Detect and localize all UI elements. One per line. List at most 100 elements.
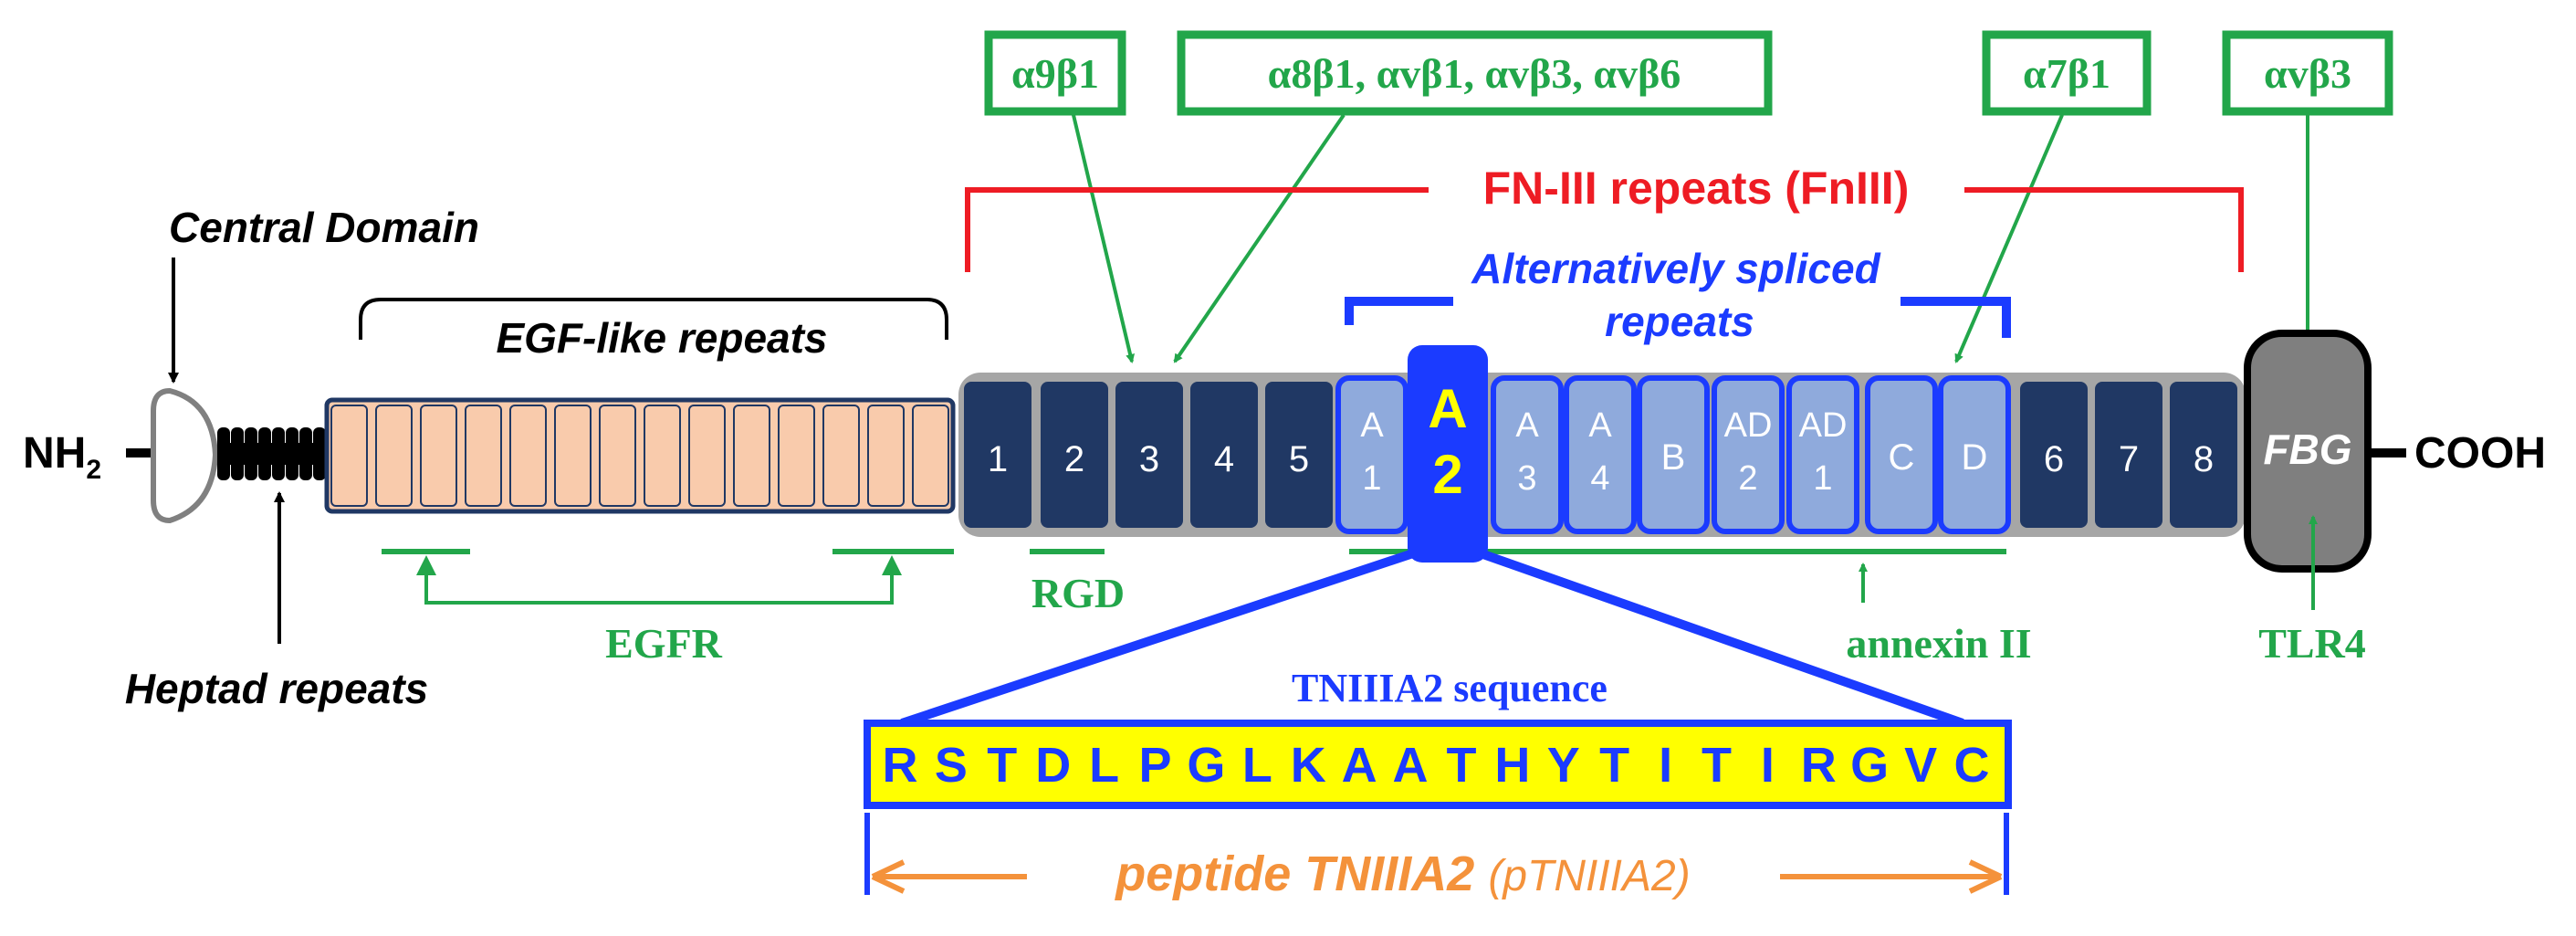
spliced-repeat-label: AD — [1724, 406, 1773, 445]
sequence-residue: V — [1904, 738, 1937, 793]
rgd-label: RGD — [1031, 570, 1125, 616]
fbg-label: FBG — [2263, 426, 2351, 473]
spliced-repeat: A4 — [1564, 375, 1637, 534]
fn-repeat-label: 5 — [1289, 439, 1309, 479]
fn-repeat-8: 8 — [2170, 382, 2237, 528]
egf-like-label: EGF-like repeats — [496, 314, 827, 362]
egf-repeat — [375, 405, 413, 507]
egfr-label: EGFR — [605, 620, 723, 667]
zoom-line-left — [900, 549, 1415, 728]
sequence-residue: T — [1702, 738, 1732, 793]
integrin-a9b1-box: α9β1 — [984, 30, 1126, 116]
spliced-repeat: A1 — [1335, 375, 1408, 534]
fn-repeat-label: 2 — [1064, 439, 1084, 479]
annexin-label: annexin II — [1846, 620, 2031, 667]
egf-repeat — [554, 405, 592, 507]
heptad-repeats-label: Heptad repeats — [125, 665, 428, 712]
spliced-repeat-label: B — [1661, 437, 1686, 478]
sequence-residue: G — [1187, 738, 1225, 793]
rgd-annotation: RGD — [1030, 549, 1125, 616]
tlr4-label: TLR4 — [2258, 620, 2366, 667]
fn-repeat-label: 8 — [2194, 439, 2214, 479]
fn-repeat-7: 7 — [2095, 382, 2162, 528]
fn-repeat-label: 3 — [1139, 439, 1159, 479]
fn-repeat-label: 6 — [2044, 439, 2064, 479]
sequence-residue: T — [987, 738, 1017, 793]
egf-repeat — [867, 405, 905, 507]
egf-repeats — [324, 397, 956, 514]
spliced-repeat-label: D — [1962, 437, 1988, 478]
tlr4-annotation: TLR4 — [2258, 515, 2366, 667]
spliced-repeat-label: A — [1588, 406, 1612, 445]
egf-repeat — [420, 405, 457, 507]
central-domain-knob — [151, 387, 219, 524]
sequence-residue: A — [1393, 738, 1429, 793]
spliced-repeat: AD 1 — [1786, 375, 1859, 534]
peptide-label: peptide TNIIIA2 (pTNIIIA2) — [1114, 847, 1690, 901]
sequence-residue: P — [1139, 738, 1172, 793]
nh2-label: NH2 — [23, 429, 101, 485]
annexin-annotation: annexin II — [1349, 549, 2032, 667]
spliced-repeat-label: 1 — [1813, 459, 1832, 498]
spliced-repeat-label: 3 — [1517, 459, 1536, 498]
spliced-repeat: B — [1637, 375, 1710, 534]
fn-repeat-6: 6 — [2020, 382, 2088, 528]
alt-spliced-line2: repeats — [1605, 298, 1754, 345]
sequence-residue: H — [1494, 738, 1530, 793]
integrin-group-label: α8β1, αvβ1, αvβ3, αvβ6 — [1268, 50, 1681, 97]
tniiia2-title: TNIIIA2 sequence — [1292, 666, 1607, 710]
fn-iii-label: FN-III repeats (FnIII) — [1483, 163, 1910, 214]
sequence-residue: D — [1035, 738, 1071, 793]
egf-like-bracket: EGF-like repeats — [359, 298, 948, 362]
sequence-residue: L — [1089, 738, 1119, 793]
egf-repeat — [822, 405, 860, 507]
arrow-a9b1 — [1072, 114, 1136, 363]
spliced-repeat: C — [1865, 375, 1938, 534]
sequence-residue: A — [1342, 738, 1377, 793]
arrow-a7b1 — [1954, 114, 2064, 363]
egf-repeat — [733, 405, 770, 507]
egfr-annotation: EGFR — [382, 549, 954, 667]
integrin-group-box: α8β1, αvβ1, αvβ3, αvβ6 — [1177, 30, 1773, 116]
heptad-coil — [217, 427, 327, 480]
peptide-range: peptide TNIIIA2 (pTNIIIA2) — [864, 813, 2009, 901]
egf-repeat — [644, 405, 681, 507]
fn-iii-bracket: FN-III repeats (FnIII) — [965, 163, 2244, 272]
spliced-repeat-label: A — [1515, 406, 1539, 445]
sequence-residue: K — [1291, 738, 1326, 793]
spliced-a2-highlight: A2 — [1408, 345, 1488, 563]
alt-spliced-bracket: Alternatively spliced repeats — [1345, 245, 2011, 345]
alt-spliced-line1: Alternatively spliced — [1471, 245, 1880, 292]
integrin-avb3-label: αvβ3 — [2264, 50, 2351, 97]
fn-repeat-4: 4 — [1190, 382, 1258, 528]
egf-repeat — [912, 405, 949, 507]
sequence-residue: I — [1761, 738, 1775, 793]
egf-repeat — [330, 405, 368, 507]
fn-repeat-3: 3 — [1115, 382, 1183, 528]
fn-repeat-label: 4 — [1214, 439, 1234, 479]
spliced-repeat-label: 2 — [1738, 459, 1757, 498]
fn-repeat-1: 1 — [964, 382, 1031, 528]
spliced-repeat-label: A — [1360, 406, 1384, 445]
spliced-repeat-label: AD — [1799, 406, 1848, 445]
fn-repeat-label: 1 — [988, 439, 1008, 479]
arrow-integrin-group — [1173, 113, 1346, 363]
cooh-label: COOH — [2414, 429, 2546, 478]
fn-repeat-label: 7 — [2119, 439, 2139, 479]
zoom-line-right — [1479, 549, 1964, 728]
spliced-repeat: D — [1938, 375, 2011, 534]
sequence-residue: T — [1599, 738, 1629, 793]
integrin-a9b1-label: α9β1 — [1011, 50, 1099, 97]
egf-repeat — [778, 405, 815, 507]
integrin-avb3-box: αvβ3 — [2222, 30, 2393, 116]
sequence-residue: T — [1446, 738, 1476, 793]
spliced-repeat: AD 2 — [1712, 375, 1785, 534]
integrin-a7b1-label: α7β1 — [2023, 50, 2110, 97]
spliced-repeat-a2-line2: 2 — [1432, 444, 1462, 505]
sequence-residue: R — [883, 738, 918, 793]
spliced-repeat: A3 — [1491, 375, 1564, 534]
central-domain-label: Central Domain — [169, 204, 479, 251]
